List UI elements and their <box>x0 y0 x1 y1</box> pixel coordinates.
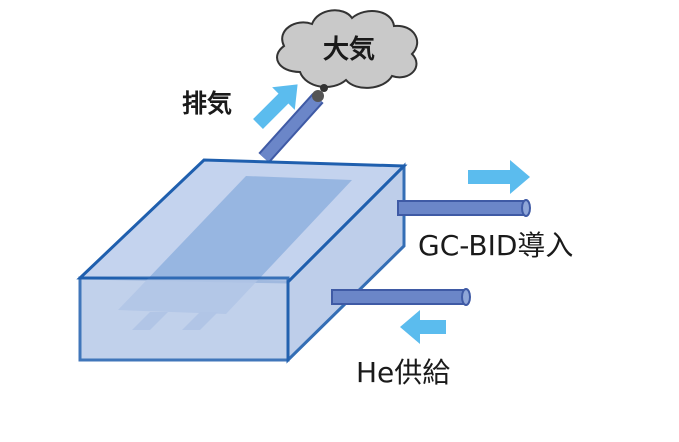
exhaust-arrow <box>253 84 298 129</box>
he-supply-arrow <box>400 310 446 344</box>
gc-bid-pipe <box>397 199 531 217</box>
atmosphere-cloud: 大気 <box>276 9 419 89</box>
exhaust-pipe <box>258 84 328 164</box>
gc-bid-arrow <box>468 160 530 194</box>
atmosphere-label: 大気 <box>323 34 375 65</box>
he-supply-label: He供給 <box>356 356 450 389</box>
exhaust-label: 排気 <box>182 89 232 118</box>
he-supply-pipe <box>331 288 471 306</box>
gc-bid-label: GC-BID導入 <box>418 229 573 262</box>
chamber-front-face <box>78 276 290 362</box>
